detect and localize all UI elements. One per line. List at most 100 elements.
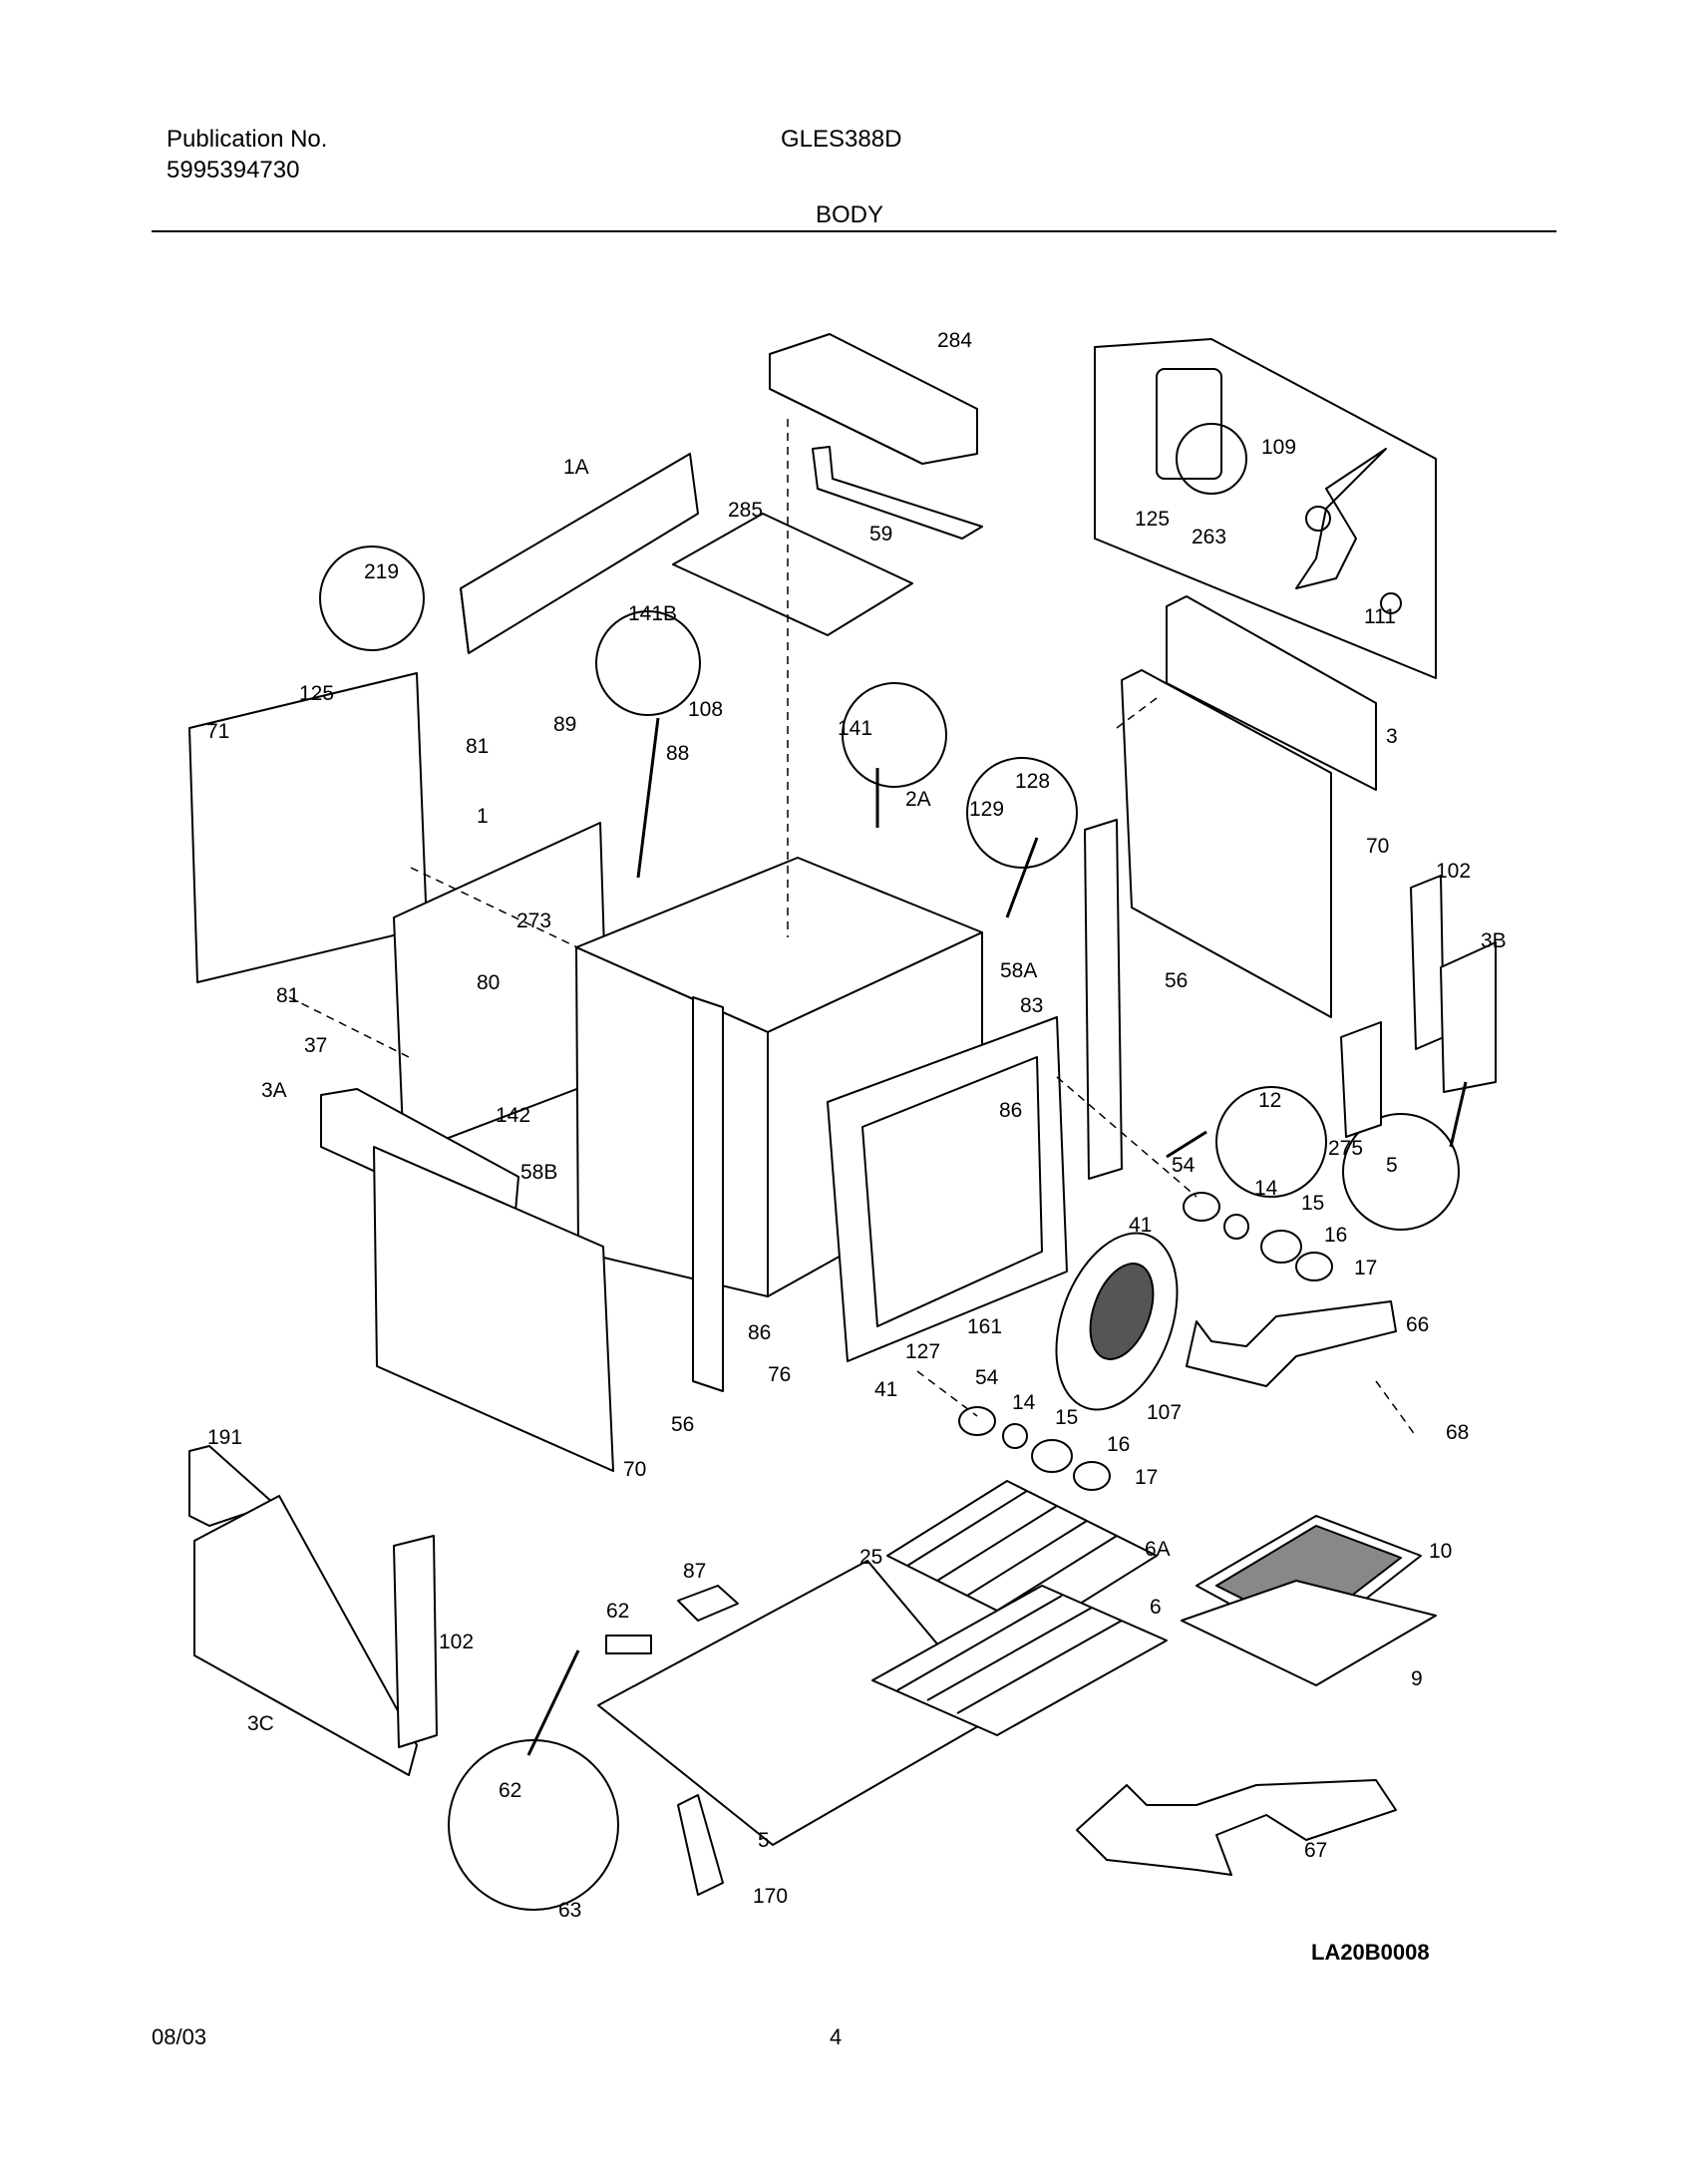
label-14-upper: 14 xyxy=(1254,1177,1278,1200)
page-number: 4 xyxy=(830,2024,843,2049)
callout-labels: 284 285 59 1A 219 141B 109 125 263 111 1… xyxy=(206,329,1507,1965)
label-58A: 58A xyxy=(1000,959,1037,982)
label-54-upper: 54 xyxy=(1172,1154,1196,1177)
broil-pan-9 xyxy=(1181,1580,1437,1686)
label-17-lower: 17 xyxy=(1135,1466,1158,1489)
label-25: 25 xyxy=(859,1546,882,1569)
label-263: 263 xyxy=(1192,526,1226,548)
label-88: 88 xyxy=(666,742,689,765)
label-141B: 141B xyxy=(628,602,677,625)
label-3C: 3C xyxy=(247,1712,274,1735)
label-81-lower: 81 xyxy=(276,984,299,1007)
label-125-motor: 125 xyxy=(1135,508,1170,531)
label-109: 109 xyxy=(1261,436,1296,459)
label-10: 10 xyxy=(1429,1540,1452,1563)
label-3: 3 xyxy=(1386,725,1398,748)
label-63: 63 xyxy=(558,1899,581,1922)
label-161: 161 xyxy=(967,1315,1002,1338)
label-14-lower: 14 xyxy=(1012,1391,1036,1414)
label-86-lower: 86 xyxy=(748,1321,771,1344)
convection-motor-125 xyxy=(1156,368,1247,495)
label-191: 191 xyxy=(207,1426,242,1449)
label-67: 67 xyxy=(1304,1839,1327,1862)
inset-circle-128-129 xyxy=(966,757,1078,869)
label-102-upper: 102 xyxy=(1436,860,1471,883)
fan-cover-107 xyxy=(1055,1232,1179,1411)
drawing-code: LA20B0008 xyxy=(1311,1940,1430,1965)
rear-panel-3 xyxy=(1166,595,1377,791)
label-81-upper: 81 xyxy=(466,735,489,758)
label-86-upper: 86 xyxy=(999,1099,1022,1122)
label-3A: 3A xyxy=(261,1079,287,1102)
label-83: 83 xyxy=(1020,994,1043,1017)
oven-rack-6A xyxy=(886,1480,1158,1632)
label-141: 141 xyxy=(838,717,872,740)
side-strip-56 xyxy=(1084,819,1123,1180)
oven-rack-6 xyxy=(871,1585,1168,1736)
label-111: 111 xyxy=(1364,605,1396,628)
publication-label: Publication No. xyxy=(167,126,328,153)
publication-number: 5995394730 xyxy=(167,157,300,183)
inset-circle-219 xyxy=(319,546,425,651)
label-129: 129 xyxy=(969,798,1004,821)
label-16-upper: 16 xyxy=(1324,1224,1347,1247)
front-frame-83 xyxy=(827,1016,1068,1362)
bracket-275 xyxy=(1340,1021,1382,1138)
bottom-panel-70 xyxy=(373,1146,614,1472)
label-3B: 3B xyxy=(1481,929,1507,952)
label-37: 37 xyxy=(304,1034,327,1057)
cover-panel-285 xyxy=(672,513,913,636)
label-107: 107 xyxy=(1147,1401,1182,1424)
broil-element-66 xyxy=(1186,1300,1397,1387)
label-284: 284 xyxy=(937,329,972,352)
pointer-arrows xyxy=(526,717,1468,1756)
inset-circle-141B xyxy=(595,610,701,716)
rear-bracket-1A xyxy=(460,453,699,654)
bracket-102-lower xyxy=(393,1535,438,1748)
label-1A: 1A xyxy=(563,456,589,479)
front-strip-56 xyxy=(692,996,724,1392)
label-17-upper: 17 xyxy=(1354,1257,1377,1279)
lamp-assembly-lower xyxy=(958,1406,1111,1491)
label-62-inset: 62 xyxy=(499,1779,521,1802)
label-80: 80 xyxy=(477,971,500,994)
label-15-upper: 15 xyxy=(1301,1192,1324,1215)
label-87: 87 xyxy=(683,1560,706,1583)
terminal-block-62 xyxy=(605,1635,652,1654)
label-66: 66 xyxy=(1406,1313,1429,1336)
label-125: 125 xyxy=(299,682,334,705)
label-16-lower: 16 xyxy=(1107,1433,1130,1456)
back-panel-70 xyxy=(1121,669,1332,1018)
label-219: 219 xyxy=(364,560,399,583)
label-62-upper: 62 xyxy=(606,1600,629,1623)
label-128: 128 xyxy=(1015,770,1050,793)
bracket-170 xyxy=(677,1794,724,1896)
label-2A: 2A xyxy=(905,788,931,811)
label-12: 12 xyxy=(1258,1089,1281,1112)
label-89: 89 xyxy=(553,713,576,736)
bake-element-67 xyxy=(1076,1779,1397,1876)
label-56-right: 56 xyxy=(1165,969,1188,992)
label-127: 127 xyxy=(905,1340,940,1363)
label-5-upper: 5 xyxy=(1386,1154,1398,1177)
label-170: 170 xyxy=(753,1885,788,1908)
inset-circle-5 xyxy=(1342,1113,1460,1231)
label-76: 76 xyxy=(768,1363,791,1386)
lamp-assembly-upper xyxy=(1183,1192,1333,1281)
bracket-3B xyxy=(1440,941,1497,1093)
header-rule xyxy=(152,230,1556,232)
label-273: 273 xyxy=(516,910,551,932)
label-1: 1 xyxy=(477,805,489,828)
label-275: 275 xyxy=(1328,1137,1363,1160)
label-71: 71 xyxy=(206,720,229,743)
label-54-lower: 54 xyxy=(975,1366,999,1389)
inset-circle-141 xyxy=(842,682,947,788)
vent-channel-59 xyxy=(812,446,983,540)
label-70-lower: 70 xyxy=(623,1458,646,1481)
base-panel-3C xyxy=(193,1495,418,1776)
label-41-lower: 41 xyxy=(874,1378,897,1401)
label-6: 6 xyxy=(1150,1596,1162,1619)
label-15-lower: 15 xyxy=(1055,1406,1078,1429)
label-58B: 58B xyxy=(520,1161,557,1184)
